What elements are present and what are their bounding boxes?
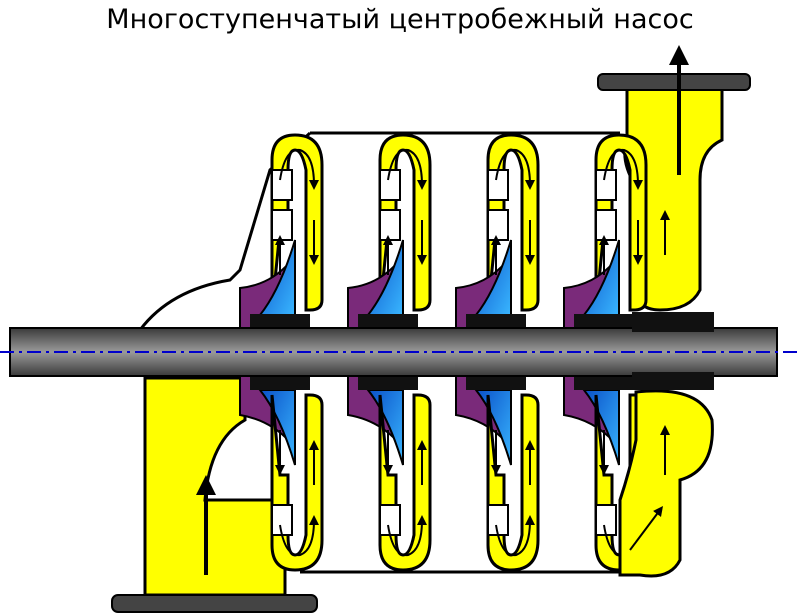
lower-seal-ring	[466, 374, 526, 390]
upper-impeller-blade	[473, 239, 512, 316]
shaft	[0, 327, 800, 377]
pump-stage-4	[563, 133, 648, 572]
upper-seal-ring	[466, 314, 526, 330]
flow-arrow	[603, 148, 643, 190]
upper-diffuser-vane	[487, 209, 509, 241]
flow-arrow	[495, 515, 535, 557]
flow-arrow	[387, 148, 427, 190]
lower-seal-ring	[574, 374, 634, 390]
upper-impeller-blade	[257, 239, 296, 316]
upper-diffuser-vane	[595, 209, 617, 241]
lower-impeller-blade	[257, 389, 296, 466]
pump-stage-3	[455, 133, 540, 572]
upper-seal-ring	[250, 314, 310, 330]
flow-arrow	[279, 515, 319, 557]
lower-seal-ring	[358, 374, 418, 390]
flow-arrow	[279, 148, 319, 190]
lower-impeller-blade	[581, 389, 620, 466]
last-stage-lower-volute	[618, 389, 714, 578]
pump-stage-1	[239, 133, 324, 572]
shaft-seals	[632, 312, 714, 390]
upper-seal-ring	[358, 314, 418, 330]
lower-seal-ring	[250, 374, 310, 390]
pump-stages	[239, 133, 648, 572]
lower-impeller-blade	[473, 389, 512, 466]
pump-stage-2	[347, 133, 432, 572]
upper-seal-ring	[574, 314, 634, 330]
lower-impeller-blade	[365, 389, 404, 466]
suction-pipe	[111, 376, 318, 613]
diagram-title: Многоступенчатый центробежный насос	[106, 4, 694, 35]
pump-casing	[138, 131, 620, 574]
upper-impeller-blade	[365, 239, 404, 316]
upper-diffuser-vane	[379, 209, 401, 241]
discharge-pipe	[597, 45, 751, 312]
flow-arrow	[495, 148, 535, 190]
flow-arrow	[387, 515, 427, 557]
upper-impeller-blade	[581, 239, 620, 316]
upper-diffuser-vane	[271, 209, 293, 241]
